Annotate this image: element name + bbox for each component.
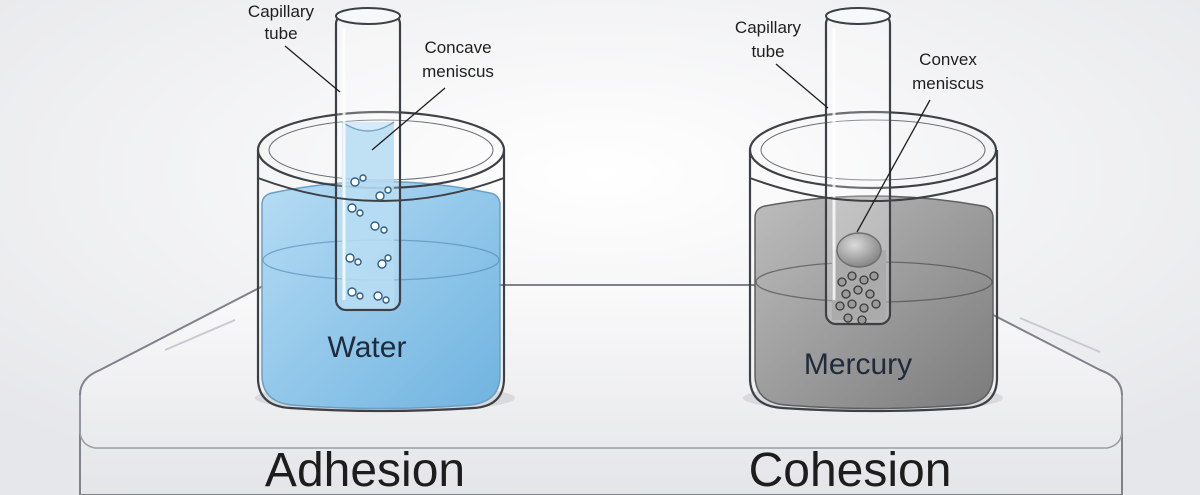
water-tube-label-line1: Capillary [248, 2, 315, 21]
concave-meniscus-label-line2: meniscus [422, 62, 494, 81]
water-tube-label-line2: tube [264, 24, 297, 43]
water-capillary-tube [336, 14, 400, 310]
convex-meniscus-label-line2: meniscus [912, 74, 984, 93]
mercury-tube-label-line1: Capillary [735, 18, 802, 37]
mercury-label: Mercury [804, 348, 912, 381]
convex-meniscus-label-line1: Convex [919, 50, 977, 69]
mercury-tube-label-line2: tube [751, 42, 784, 61]
water-label: Water [328, 331, 407, 364]
adhesion-title: Adhesion [265, 444, 465, 495]
cohesion-title: Cohesion [749, 444, 952, 495]
mercury-capillary-tube [826, 14, 890, 324]
concave-meniscus-label-line1: Concave [424, 38, 491, 57]
